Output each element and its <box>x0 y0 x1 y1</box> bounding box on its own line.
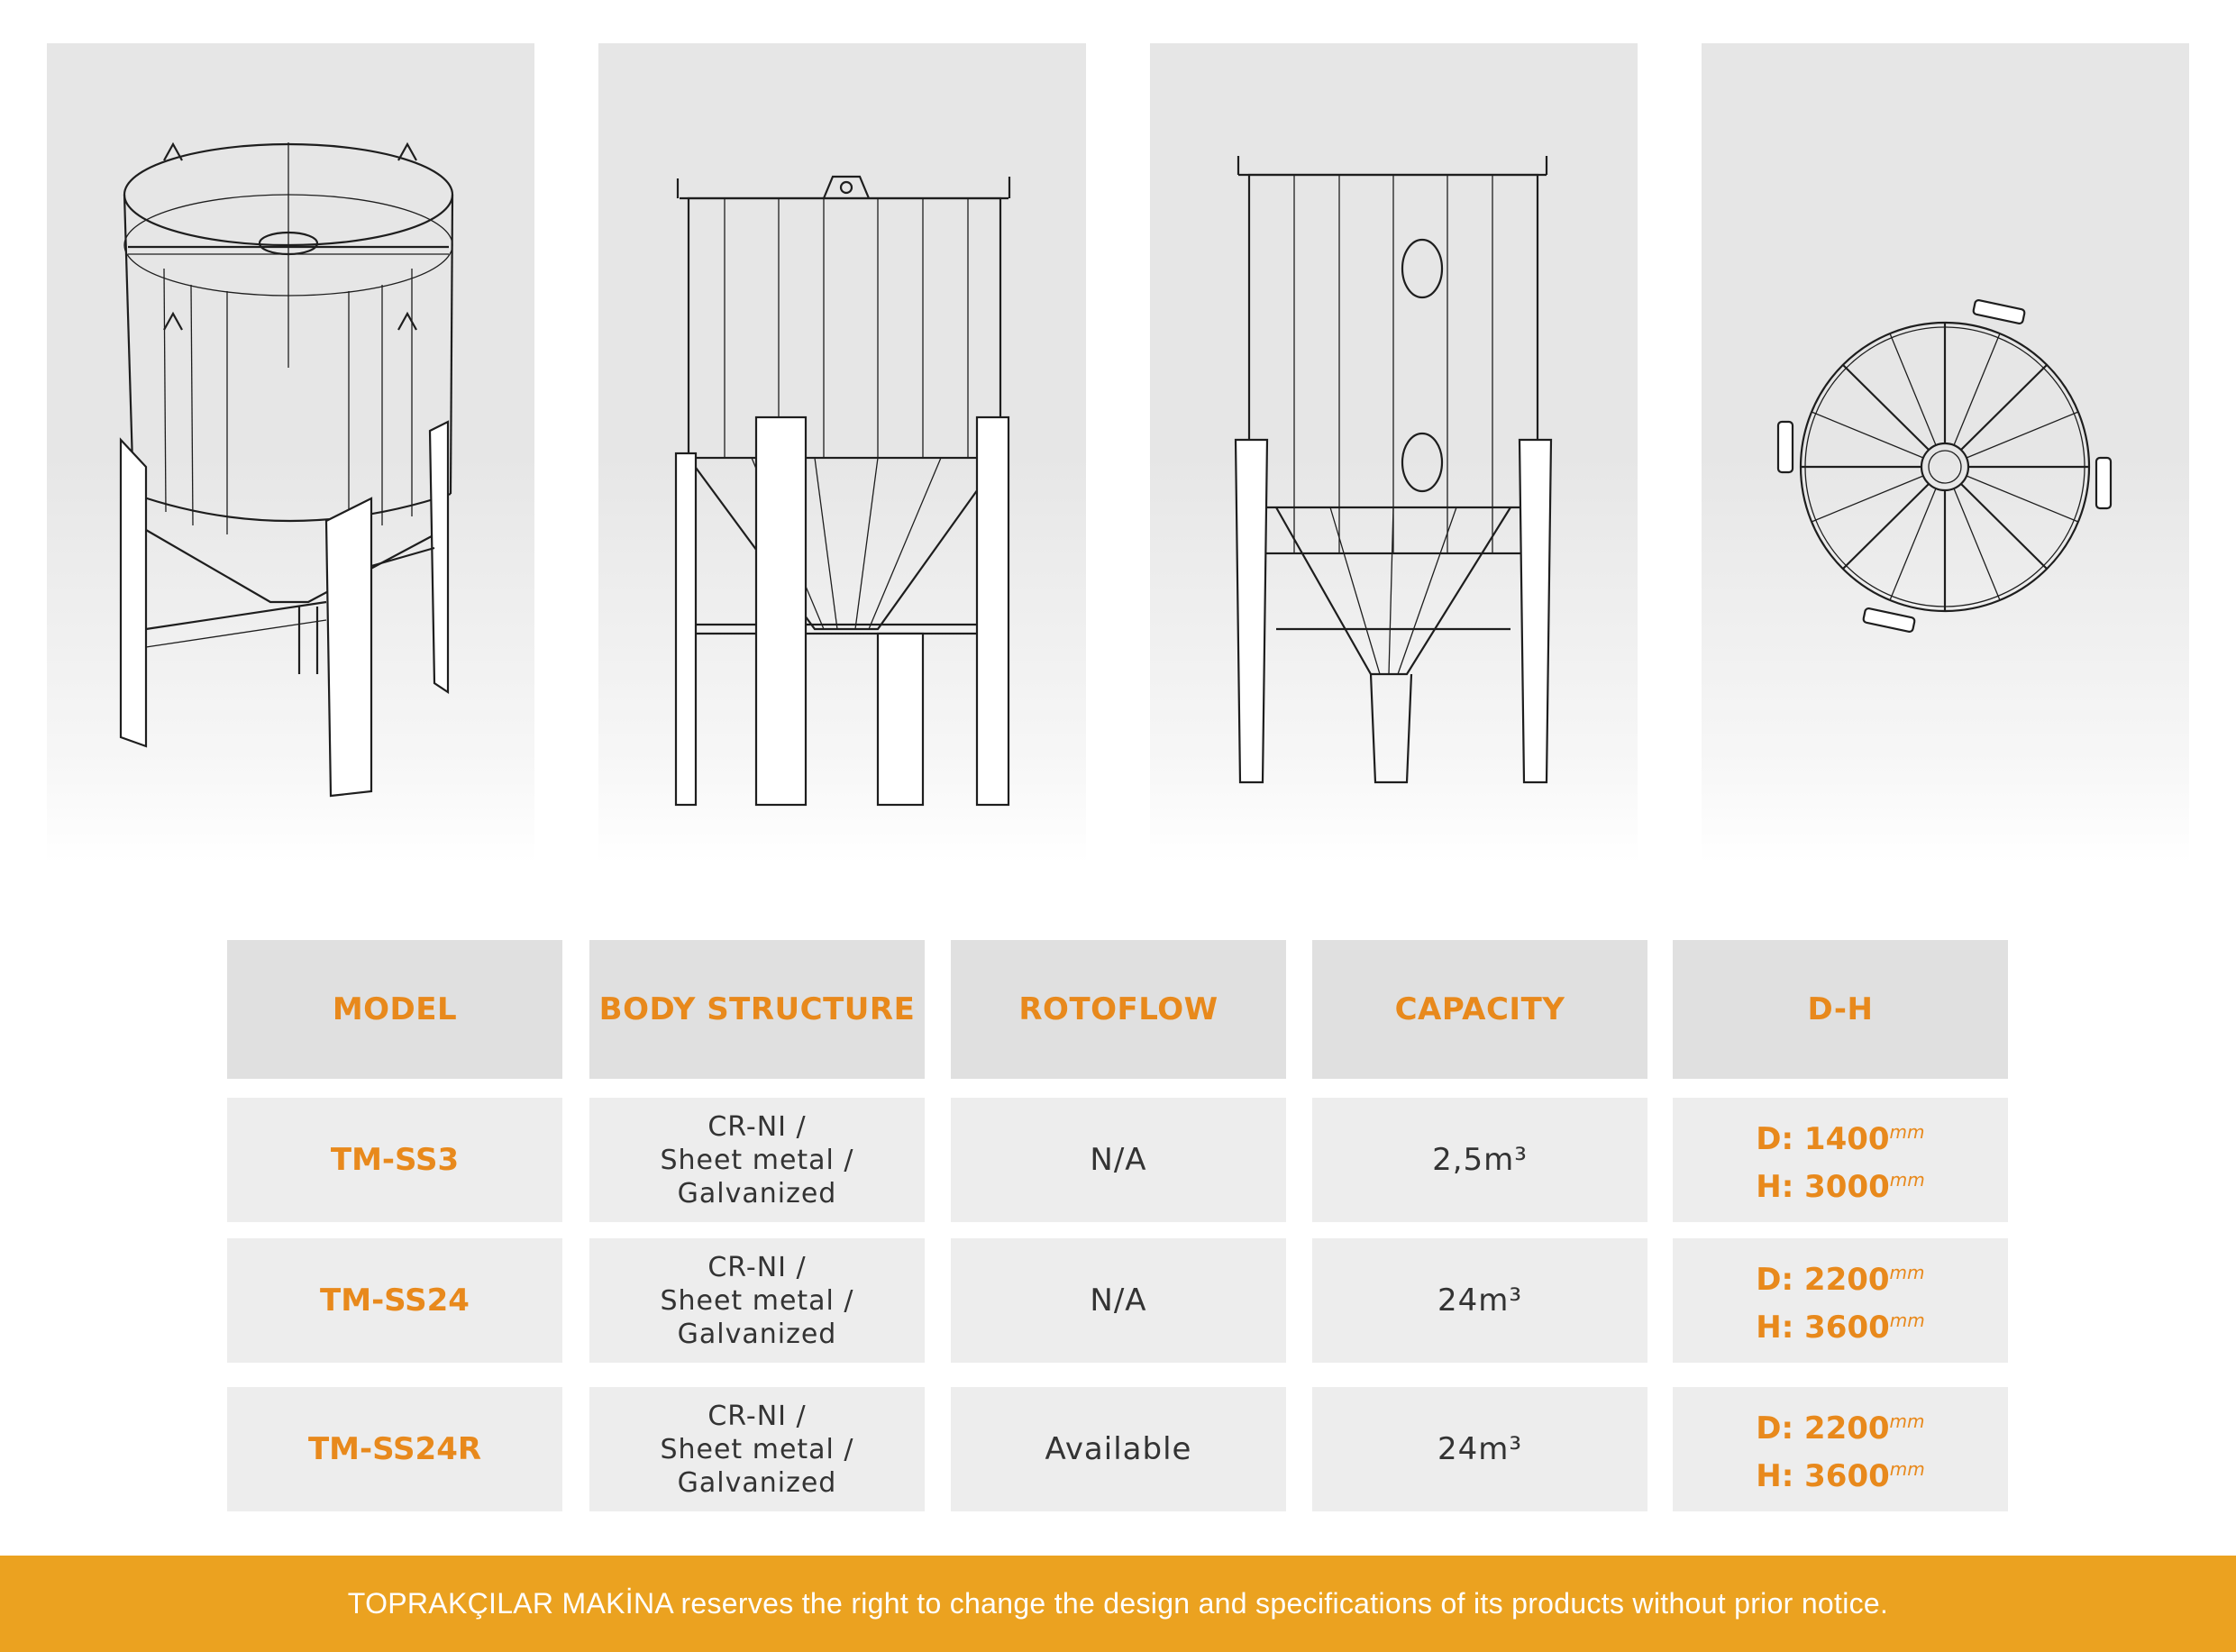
body-line: Galvanized <box>677 1177 837 1209</box>
body-line: Galvanized <box>677 1318 837 1350</box>
footer-disclaimer: TOPRAKÇILAR MAKİNA reserves the right to… <box>347 1587 1889 1620</box>
body-structure-cell: CR-NI / Sheet metal / Galvanized <box>589 1098 925 1222</box>
body-line: Sheet metal / <box>660 1433 854 1465</box>
table-row: TM-SS24 <box>227 1238 562 1363</box>
dh-cell: D: 2200mm H: 3600mm <box>1673 1238 2008 1363</box>
header-model: MODEL <box>227 940 562 1079</box>
body-line: CR-NI / <box>707 1251 807 1283</box>
silo-front-drawing <box>1150 43 1638 863</box>
diameter-value: D: 1400mm <box>1756 1121 1925 1157</box>
rotoflow-value: Available <box>1045 1431 1192 1467</box>
table-row: TM-SS3 <box>227 1098 562 1222</box>
header-body-structure-label: BODY STRUCTURE <box>598 991 916 1027</box>
footer-banner: TOPRAKÇILAR MAKİNA reserves the right to… <box>0 1556 2236 1652</box>
body-line: CR-NI / <box>707 1400 807 1432</box>
height-value: H: 3000mm <box>1756 1169 1925 1205</box>
height-value: H: 3600mm <box>1756 1458 1925 1494</box>
silo-side-drawing <box>598 43 1086 863</box>
body-structure-cell: CR-NI / Sheet metal / Galvanized <box>589 1238 925 1363</box>
body-line: Sheet metal / <box>660 1284 854 1317</box>
rotoflow-cell: N/A <box>951 1098 1286 1222</box>
capacity-cell: 2,5m³ <box>1312 1098 1647 1222</box>
body-line: Sheet metal / <box>660 1144 854 1176</box>
capacity-cell: 24m³ <box>1312 1387 1647 1511</box>
model-name: TM-SS3 <box>330 1142 460 1178</box>
rotoflow-value: N/A <box>1090 1142 1147 1178</box>
body-line: CR-NI / <box>707 1110 807 1143</box>
body-structure-cell: CR-NI / Sheet metal / Galvanized <box>589 1387 925 1511</box>
header-dh-label: D-H <box>1807 991 1874 1027</box>
header-capacity: CAPACITY <box>1312 940 1647 1079</box>
capacity-value: 24m³ <box>1437 1431 1522 1467</box>
header-capacity-label: CAPACITY <box>1394 991 1565 1027</box>
capacity-cell: 24m³ <box>1312 1238 1647 1363</box>
diameter-value: D: 2200mm <box>1756 1262 1925 1298</box>
diameter-value: D: 2200mm <box>1756 1410 1925 1447</box>
dh-cell: D: 1400mm H: 3000mm <box>1673 1098 2008 1222</box>
capacity-value: 24m³ <box>1437 1282 1522 1319</box>
capacity-value: 2,5m³ <box>1432 1142 1528 1178</box>
model-name: TM-SS24 <box>320 1282 470 1319</box>
dh-cell: D: 2200mm H: 3600mm <box>1673 1387 2008 1511</box>
silo-perspective-drawing <box>47 43 534 863</box>
table-row: TM-SS24R <box>227 1387 562 1511</box>
header-rotoflow-label: ROTOFLOW <box>1018 991 1218 1027</box>
rotoflow-value: N/A <box>1090 1282 1147 1319</box>
header-rotoflow: ROTOFLOW <box>951 940 1286 1079</box>
rotoflow-cell: Available <box>951 1387 1286 1511</box>
model-name: TM-SS24R <box>307 1431 482 1467</box>
body-line: Galvanized <box>677 1466 837 1499</box>
header-dh: D-H <box>1673 940 2008 1079</box>
header-body-structure: BODY STRUCTURE <box>589 940 925 1079</box>
height-value: H: 3600mm <box>1756 1310 1925 1346</box>
header-model-label: MODEL <box>332 991 458 1027</box>
silo-top-drawing <box>1702 43 2189 863</box>
rotoflow-cell: N/A <box>951 1238 1286 1363</box>
